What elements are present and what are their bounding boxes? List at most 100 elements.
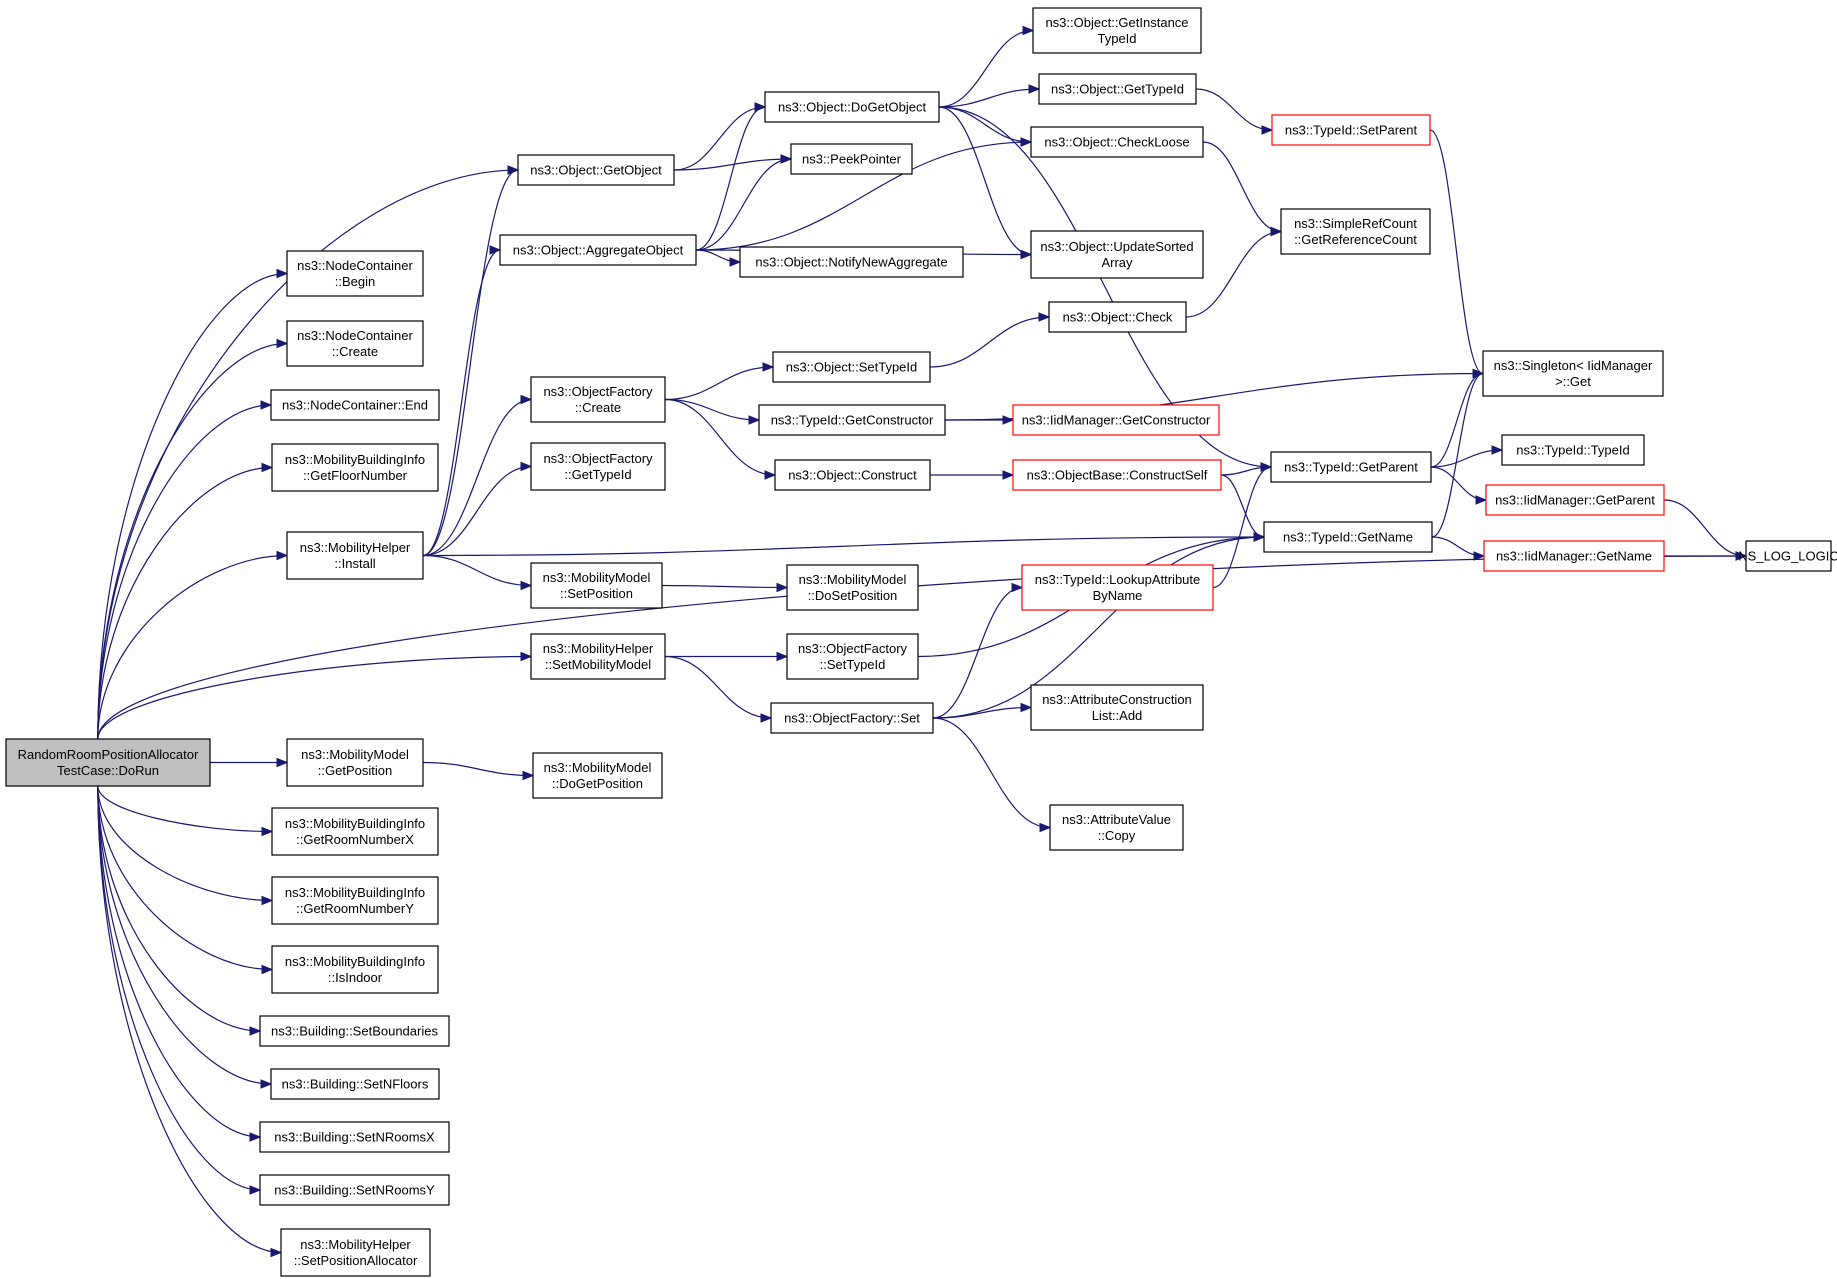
node-o-construct[interactable]: ns3::Object::Construct: [774, 459, 931, 491]
edge-line: [932, 536, 1265, 719]
node-label: ns3::MobilityModel: [301, 747, 409, 762]
node-mbi-floor[interactable]: ns3::MobilityBuildingInfo::GetFloorNumbe…: [271, 443, 439, 492]
node-tid-setparent[interactable]: ns3::TypeId::SetParent: [1271, 114, 1431, 146]
node-box: [530, 376, 666, 423]
node-singleton-get[interactable]: ns3::Singleton< IidManager>::Get: [1482, 350, 1664, 397]
node-label: ns3::ObjectFactory::Set: [784, 711, 920, 726]
node-mbi-roomx[interactable]: ns3::MobilityBuildingInfo::GetRoomNumber…: [271, 807, 439, 856]
node-label: ns3::MobilityModel: [543, 570, 651, 585]
edge-tid-getparent-to-singleton-get: [1430, 368, 1485, 468]
node-nc-end[interactable]: ns3::NodeContainer::End: [270, 389, 440, 421]
edge-root-to-b-bounds: [97, 785, 262, 1036]
edge-line: [97, 785, 282, 1254]
node-root[interactable]: RandomRoomPositionAllocatorTestCase::DoR…: [5, 738, 211, 787]
node-o-notify[interactable]: ns3::Object::NotifyNewAggregate: [739, 246, 964, 278]
node-o-checkloose[interactable]: ns3::Object::CheckLoose: [1030, 126, 1204, 158]
node-ns-log-logic[interactable]: NS_LOG_LOGIC: [1738, 540, 1837, 572]
node-box: [1032, 7, 1202, 54]
edge-line: [97, 655, 532, 740]
node-tid-getname[interactable]: ns3::TypeId::GetName: [1263, 521, 1433, 553]
arrowhead-icon: [520, 580, 533, 591]
arrowhead-icon: [520, 651, 533, 662]
edge-line: [664, 366, 774, 401]
node-nc-begin[interactable]: ns3::NodeContainer::Begin: [286, 250, 424, 297]
node-of-create[interactable]: ns3::ObjectFactory::Create: [530, 376, 666, 423]
node-tid-getctor[interactable]: ns3::TypeId::GetConstructor: [758, 404, 946, 436]
node-of-set[interactable]: ns3::ObjectFactory::Set: [770, 702, 934, 734]
edge-line: [97, 555, 1747, 740]
node-mm-getpos[interactable]: ns3::MobilityModel::GetPosition: [286, 738, 424, 787]
node-mm-dogetpos[interactable]: ns3::MobilityModel::DoGetPosition: [532, 752, 663, 799]
edge-of-create-to-tid-getctor: [664, 398, 761, 425]
node-o-gettypeid[interactable]: ns3::Object::GetTypeId: [1038, 73, 1197, 105]
node-mbi-roomy[interactable]: ns3::MobilityBuildingInfo::GetRoomNumber…: [271, 876, 439, 925]
node-tid-typeid[interactable]: ns3::TypeId::TypeId: [1501, 434, 1645, 466]
node-b-roomsy[interactable]: ns3::Building::SetNRoomsY: [259, 1174, 450, 1206]
node-label: ns3::Building::SetNFloors: [282, 1077, 429, 1092]
node-box: [259, 1174, 450, 1206]
edge-root-to-mh-setmm: [97, 651, 533, 740]
node-of-gettypeid[interactable]: ns3::ObjectFactory::GetTypeId: [530, 442, 666, 491]
node-o-aggregate[interactable]: ns3::Object::AggregateObject: [499, 234, 697, 266]
node-box: [1263, 521, 1433, 553]
arrowhead-icon: [261, 895, 274, 906]
node-nc-create[interactable]: ns3::NodeContainer::Create: [286, 320, 424, 367]
node-label: ns3::PeekPointer: [802, 152, 902, 167]
call-nodes: RandomRoomPositionAllocatorTestCase::DoR…: [5, 7, 1837, 1277]
node-b-bounds[interactable]: ns3::Building::SetBoundaries: [259, 1015, 450, 1047]
node-b-roomsx[interactable]: ns3::Building::SetNRoomsX: [259, 1121, 450, 1153]
node-peekpointer[interactable]: ns3::PeekPointer: [790, 143, 913, 175]
edge-line: [661, 584, 788, 589]
arrowhead-icon: [780, 154, 793, 164]
arrowhead-icon: [1270, 226, 1283, 237]
node-mbi-indoor[interactable]: ns3::MobilityBuildingInfo::IsIndoor: [271, 945, 439, 994]
node-o-check[interactable]: ns3::Object::Check: [1048, 301, 1187, 333]
edge-line: [1663, 499, 1747, 557]
node-box: [270, 1068, 440, 1100]
node-o-settypeid[interactable]: ns3::Object::SetTypeId: [772, 351, 931, 383]
node-iid-getctor[interactable]: ns3::IidManager::GetConstructor: [1012, 404, 1220, 436]
node-label: TypeId: [1097, 31, 1136, 46]
node-mm-setpos[interactable]: ns3::MobilityModel::SetPosition: [530, 562, 663, 609]
node-label: ns3::AttributeValue: [1062, 812, 1171, 827]
edge-line: [97, 785, 273, 833]
node-label: ns3::TypeId::LookupAttribute: [1035, 572, 1201, 587]
node-b-floors[interactable]: ns3::Building::SetNFloors: [270, 1068, 440, 1100]
node-av-copy[interactable]: ns3::AttributeValue::Copy: [1049, 804, 1184, 851]
arrowhead-icon: [1020, 137, 1033, 147]
node-label: ::SetPosition: [560, 586, 633, 601]
node-ob-constructself[interactable]: ns3::ObjectBase::ConstructSelf: [1012, 459, 1222, 491]
node-o-getobject[interactable]: ns3::Object::GetObject: [517, 154, 675, 186]
node-mh-setpa[interactable]: ns3::MobilityHelper::SetPositionAllocato…: [280, 1228, 431, 1277]
node-label: ns3::ObjectBase::ConstructSelf: [1027, 468, 1208, 483]
edge-mh-setmm-to-of-settypeid: [665, 651, 789, 662]
node-mh-install[interactable]: ns3::MobilityHelper::Install: [286, 531, 424, 580]
node-mm-dosetpos[interactable]: ns3::MobilityModel::DoSetPosition: [786, 564, 919, 611]
node-iid-getparent[interactable]: ns3::IidManager::GetParent: [1485, 484, 1665, 516]
node-label: ::Install: [334, 556, 375, 571]
edge-line: [938, 88, 1040, 108]
node-o-dogetobject[interactable]: ns3::Object::DoGetObject: [764, 91, 940, 123]
edge-o-check-to-src-getrc: [1185, 226, 1283, 318]
edge-o-aggregate-to-o-dogetobject: [695, 102, 767, 251]
arrowhead-icon: [754, 102, 767, 112]
edge-o-dogetobject-to-o-updsorted: [938, 106, 1033, 260]
node-src-getrc[interactable]: ns3::SimpleRefCount::GetReferenceCount: [1280, 208, 1431, 255]
node-box: [1270, 451, 1432, 483]
arrowhead-icon: [1002, 415, 1015, 425]
node-of-settypeid[interactable]: ns3::ObjectFactory::SetTypeId: [786, 633, 919, 680]
node-label: ns3::Object::CheckLoose: [1044, 135, 1189, 150]
edge-root-to-mm-getpos: [209, 757, 289, 768]
edge-o-getobject-to-peekpointer: [673, 154, 793, 171]
node-label: ::DoSetPosition: [808, 588, 898, 603]
arrowhead-icon: [1028, 84, 1041, 94]
arrowhead-icon: [489, 245, 502, 255]
node-mh-setmm[interactable]: ns3::MobilityHelper::SetMobilityModel: [530, 633, 666, 680]
node-iid-getname[interactable]: ns3::IidManager::GetName: [1483, 540, 1665, 572]
node-tid-getparent[interactable]: ns3::TypeId::GetParent: [1270, 451, 1432, 483]
arrowhead-icon: [270, 1247, 283, 1258]
